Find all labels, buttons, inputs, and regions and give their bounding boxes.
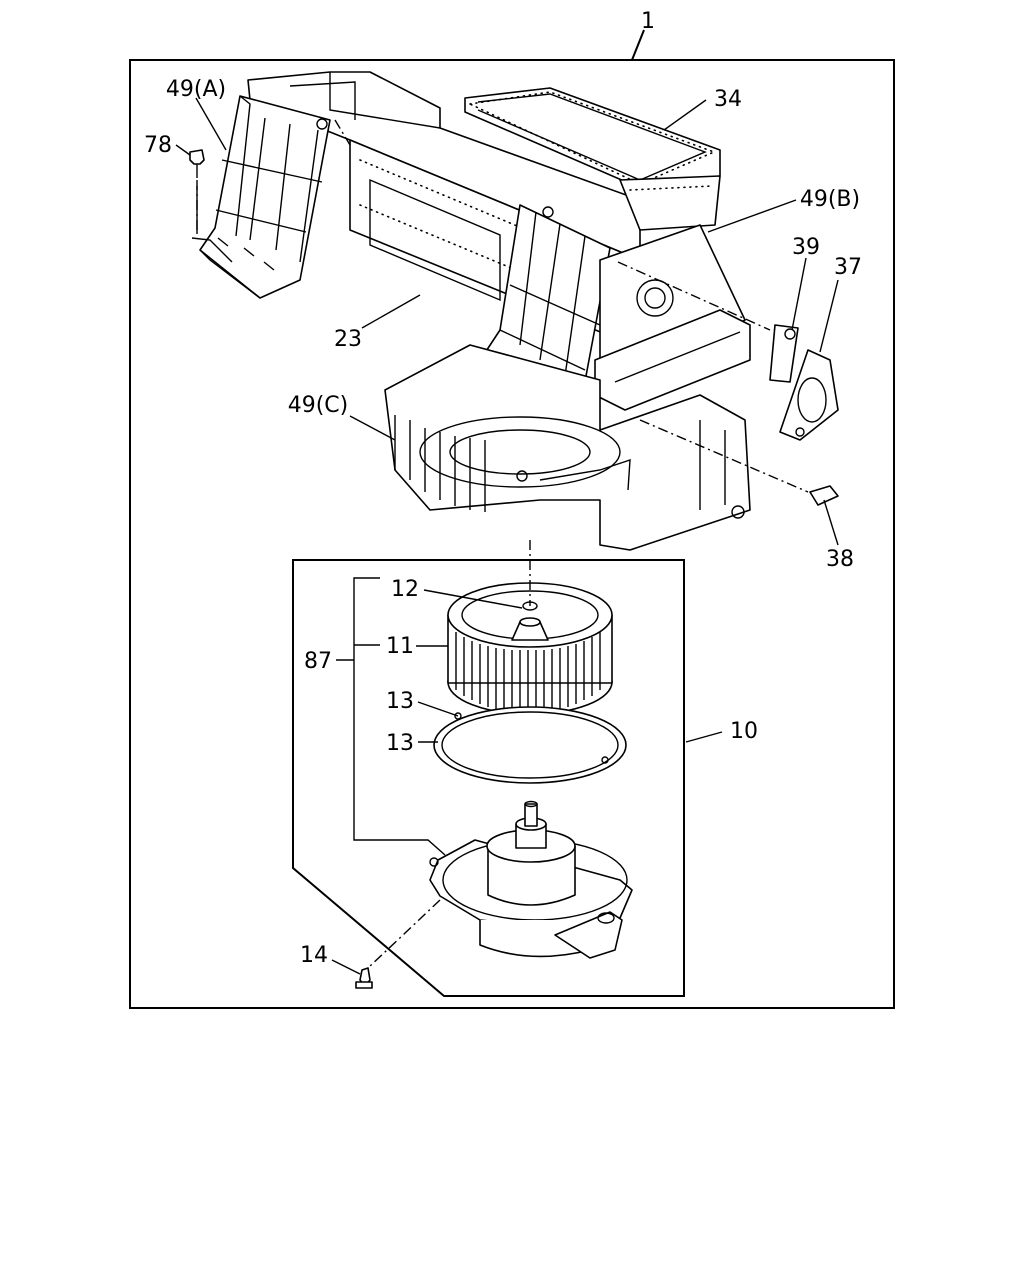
assembly-frame <box>129 59 895 1009</box>
callout-14: 14 <box>300 943 328 968</box>
alignment-lines <box>196 119 809 969</box>
blower-motor <box>429 800 633 959</box>
clip-39 <box>769 324 799 383</box>
callout-87: 87 <box>304 649 332 674</box>
callout-49a: 49(A) <box>166 77 226 102</box>
callout-78: 78 <box>144 133 172 158</box>
gasket-13 <box>433 706 627 784</box>
callout-23: 23 <box>334 327 362 352</box>
callout-37: 37 <box>834 255 862 280</box>
callout-38: 38 <box>826 547 854 572</box>
callout-39: 39 <box>792 235 820 260</box>
bracket-37 <box>779 349 839 441</box>
callout-49c: 49(C) <box>288 393 349 418</box>
callout-1: 1 <box>641 9 655 34</box>
callout-11: 11 <box>386 634 414 659</box>
callout-13a: 13 <box>386 689 414 714</box>
blower-case-49c <box>384 344 751 551</box>
blower-fan-11 <box>447 582 613 715</box>
callout-12: 12 <box>391 577 419 602</box>
callout-34: 34 <box>714 87 742 112</box>
callout-labels: 1 49(A) 78 34 49(B) 39 37 23 49(C) 38 12… <box>144 9 862 968</box>
filter-frame-49a <box>191 95 331 299</box>
callout-10: 10 <box>730 719 758 744</box>
intake-housing <box>594 224 751 411</box>
clip-38 <box>809 485 839 506</box>
leader-lines <box>175 97 839 975</box>
blower-subassembly-frame <box>292 559 685 997</box>
callout-49b: 49(B) <box>800 187 860 212</box>
screw-14 <box>355 967 373 989</box>
seal-34 <box>464 87 721 231</box>
callout-13b: 13 <box>386 731 414 756</box>
